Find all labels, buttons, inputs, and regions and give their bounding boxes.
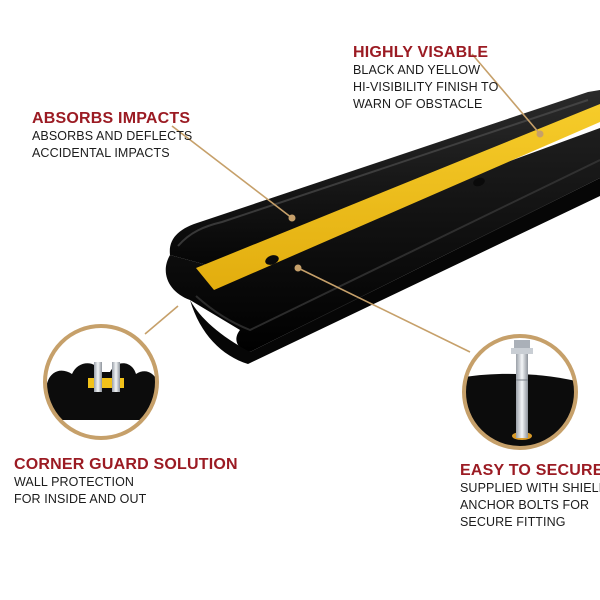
callout-title: ABSORBS IMPACTS bbox=[32, 110, 191, 127]
yellow-stripe bbox=[196, 104, 600, 290]
callout-absorbs-impacts: ABSORBS IMPACTS ABSORBS AND DEFLECTS ACC… bbox=[32, 110, 192, 162]
callout-text: BLACK AND YELLOW bbox=[353, 63, 481, 77]
callout-text: ANCHOR BOLTS FOR bbox=[460, 498, 590, 512]
callout-easy-to-secure: EASY TO SECURE SUPPLIED WITH SHIELD ANCH… bbox=[460, 462, 600, 531]
callout-text: SECURE FITTING bbox=[460, 515, 566, 529]
callout-text: ACCIDENTAL IMPACTS bbox=[32, 146, 170, 160]
wall-guard-body bbox=[165, 90, 600, 364]
leader-lines bbox=[144, 53, 544, 353]
callout-title: EASY TO SECURE bbox=[460, 462, 600, 479]
callout-text: WARN OF OBSTACLE bbox=[353, 97, 483, 111]
callout-title: CORNER GUARD SOLUTION bbox=[14, 456, 238, 473]
callout-text: WALL PROTECTION bbox=[14, 475, 135, 489]
callout-corner-guard: CORNER GUARD SOLUTION WALL PROTECTION FO… bbox=[14, 456, 238, 508]
anchor-bolt-detail bbox=[462, 334, 578, 450]
callout-text: FOR INSIDE AND OUT bbox=[14, 492, 147, 506]
callout-text: ABSORBS AND DEFLECTS bbox=[32, 129, 193, 143]
callout-text: HI-VISIBILITY FINISH TO bbox=[353, 80, 499, 94]
callout-text: SUPPLIED WITH SHIELD bbox=[460, 481, 600, 495]
mounting-hole bbox=[473, 177, 485, 187]
corner-guard-detail bbox=[43, 324, 159, 440]
callout-title: HIGHLY VISABLE bbox=[353, 44, 489, 61]
callout-highly-visable: HIGHLY VISABLE BLACK AND YELLOW HI-VISIB… bbox=[353, 44, 498, 113]
mounting-hole bbox=[265, 255, 279, 265]
